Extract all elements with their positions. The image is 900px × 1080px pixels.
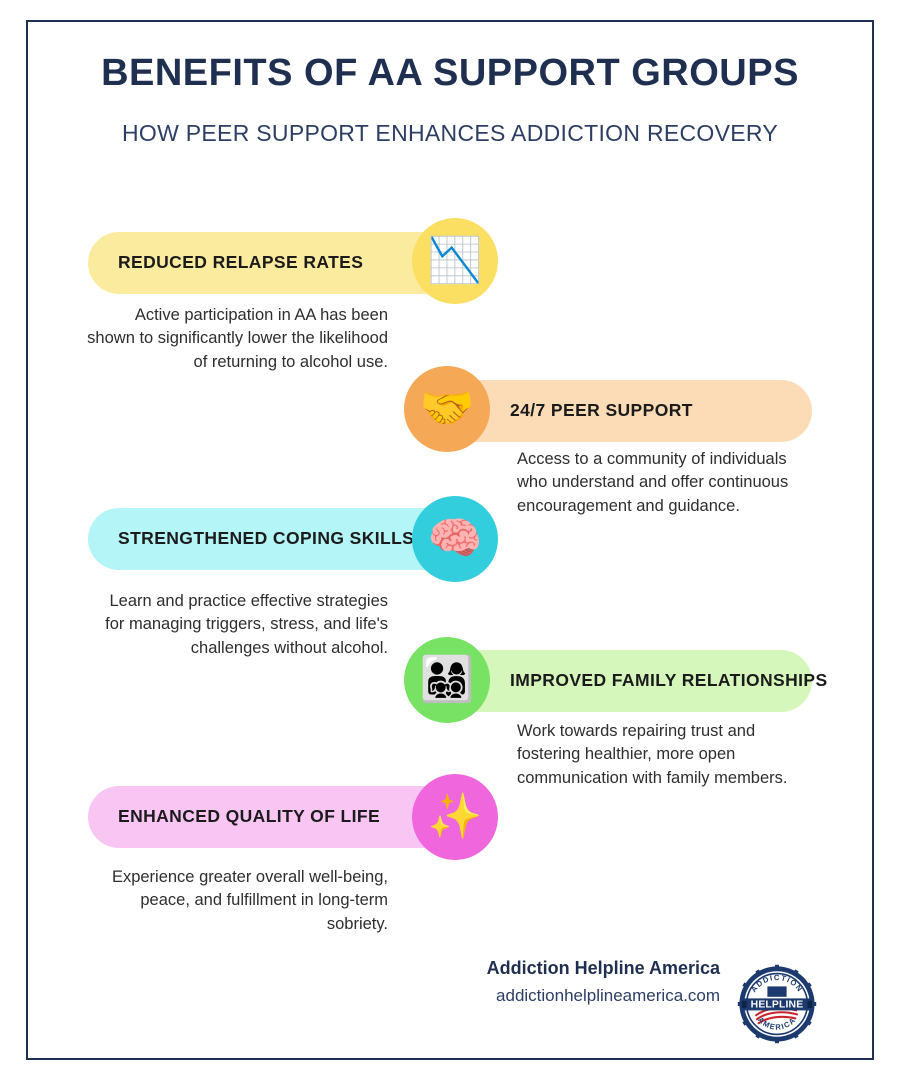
brain-icon: 🧠: [427, 514, 483, 563]
family-icon: 👨‍👩‍👧‍👦: [419, 655, 475, 704]
benefit-label-4: IMPROVED FAMILY RELATIONSHIPS: [510, 670, 828, 691]
benefit-icon-circle-2: 🤝: [404, 366, 490, 452]
badge-flag-field: [767, 986, 787, 997]
footer-brand-block: Addiction Helpline America addictionhelp…: [487, 955, 720, 1009]
benefit-icon-circle-3: 🧠: [412, 496, 498, 582]
brand-name: Addiction Helpline America: [486, 958, 720, 978]
benefit-icon-circle-5: ✨: [412, 774, 498, 860]
benefit-label-3: STRENGTHENED COPING SKILLS: [118, 528, 415, 549]
badge-banner-text: HELPLINE: [751, 1000, 804, 1011]
handshake-icon: 🤝: [419, 384, 475, 433]
sparkles-icon: ✨: [427, 792, 483, 841]
benefit-pill-1[interactable]: REDUCED RELAPSE RATES: [88, 232, 460, 294]
benefit-label-1: REDUCED RELAPSE RATES: [118, 252, 364, 273]
benefit-pill-2[interactable]: 24/7 PEER SUPPORT: [440, 380, 812, 442]
benefit-pill-3[interactable]: STRENGTHENED COPING SKILLS: [88, 508, 460, 570]
benefit-description-4: Work towards repairing trust and fosteri…: [517, 722, 788, 787]
badge-banner: HELPLINE: [741, 998, 813, 1011]
benefit-description-3: Learn and practice effective strategies …: [105, 592, 388, 657]
chart-decreasing-icon: 📉: [427, 236, 483, 285]
poster-header: BENEFITS OF AA SUPPORT GROUPS HOW PEER S…: [0, 52, 900, 147]
page-title: BENEFITS OF AA SUPPORT GROUPS: [101, 52, 799, 94]
benefit-label-5: ENHANCED QUALITY OF LIFE: [118, 806, 381, 827]
brand-url[interactable]: addictionhelplineamerica.com: [496, 986, 720, 1006]
benefit-label-2: 24/7 PEER SUPPORT: [510, 400, 693, 421]
poster-footer: Addiction Helpline America addictionhelp…: [0, 955, 900, 1055]
benefit-description-5: Experience greater overall well-being, p…: [111, 868, 388, 933]
benefit-icon-circle-4: 👨‍👩‍👧‍👦: [404, 637, 490, 723]
page-subtitle: HOW PEER SUPPORT ENHANCES ADDICTION RECO…: [121, 119, 779, 146]
benefit-pill-4[interactable]: IMPROVED FAMILY RELATIONSHIPS: [440, 650, 827, 712]
addiction-helpline-america-badge-icon: HELPLINE ADDICTION AMERICA: [737, 964, 817, 1044]
benefit-description-1: Active participation in AA has been show…: [87, 306, 388, 371]
benefit-icon-circle-1: 📉: [412, 218, 498, 304]
benefit-description-2: Access to a community of individuals who…: [517, 450, 789, 515]
benefit-pill-5[interactable]: ENHANCED QUALITY OF LIFE: [88, 786, 460, 848]
